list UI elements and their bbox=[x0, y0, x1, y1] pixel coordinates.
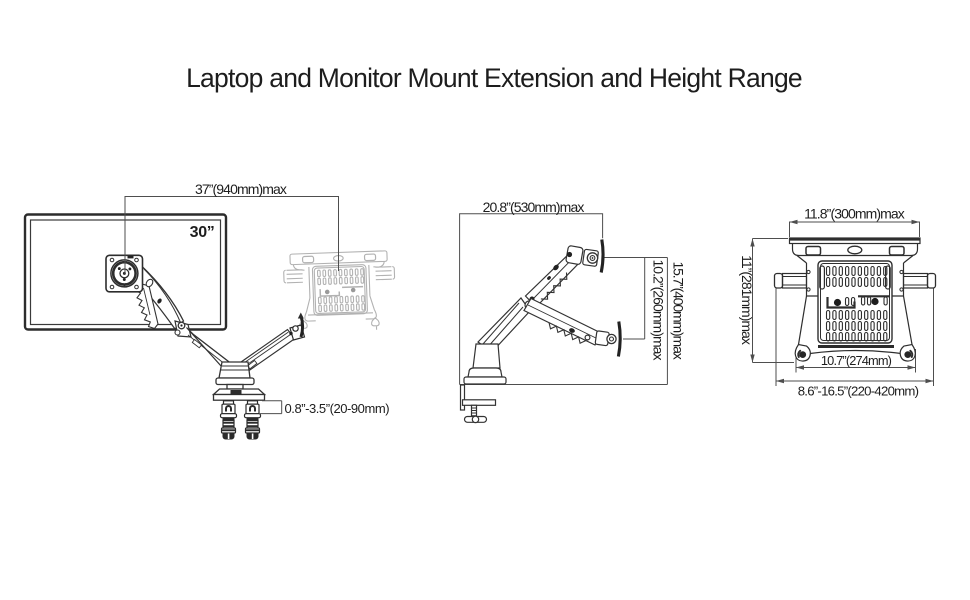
svg-text:11”(281mm)max: 11”(281mm)max bbox=[739, 255, 755, 345]
svg-text:30”: 30” bbox=[190, 224, 215, 241]
svg-text:10.2”(260mm)max: 10.2”(260mm)max bbox=[651, 259, 667, 360]
svg-text:0.8”-3.5”(20-90mm): 0.8”-3.5”(20-90mm) bbox=[285, 401, 390, 416]
svg-text:8.6”-16.5”(220-420mm): 8.6”-16.5”(220-420mm) bbox=[798, 383, 919, 398]
svg-text:15.7”(400mm)max: 15.7”(400mm)max bbox=[671, 261, 687, 359]
svg-text:Laptop and Monitor Mount Exten: Laptop and Monitor Mount Extension and H… bbox=[186, 63, 802, 93]
svg-text:11.8”(300mm)max: 11.8”(300mm)max bbox=[804, 206, 905, 222]
svg-text:20.8”(530mm)max: 20.8”(530mm)max bbox=[483, 199, 585, 215]
svg-text:10.7”(274mm): 10.7”(274mm) bbox=[821, 353, 892, 368]
svg-text:37”(940mm)max: 37”(940mm)max bbox=[195, 181, 287, 197]
